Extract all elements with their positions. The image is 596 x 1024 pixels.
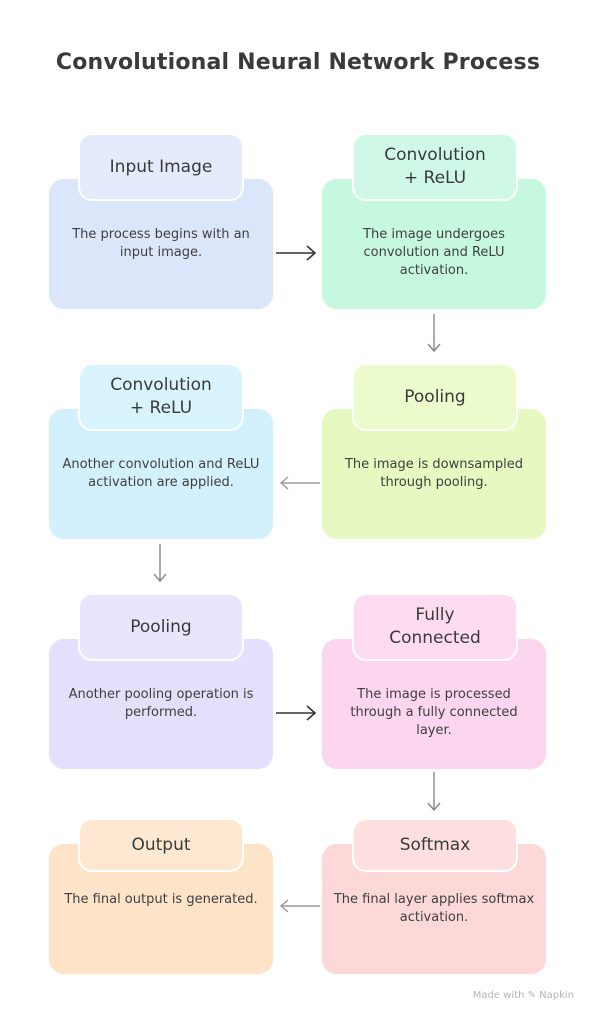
step-label-input-image: Input Image <box>78 133 244 201</box>
step-label-fully-connected: Fully Connected <box>352 593 518 661</box>
step-label-text: Input Image <box>109 156 213 177</box>
step-description: The process begins with an input image. <box>72 227 250 260</box>
step-label-text: Pooling <box>130 616 192 637</box>
step-label-text: Convolution + ReLU <box>110 375 212 418</box>
arrow-right-icon <box>276 705 317 721</box>
arrow-down-icon <box>427 772 441 812</box>
step-description: Another convolution and ReLU activation … <box>62 457 260 490</box>
step-label-pooling-1: Pooling <box>352 363 518 431</box>
step-description: The image is downsampled through pooling… <box>344 457 524 490</box>
step-label-output: Output <box>78 818 244 872</box>
step-description: The final output is generated. <box>64 892 258 907</box>
step-label-text: Softmax <box>399 834 471 855</box>
arrow-down-icon <box>427 314 441 353</box>
step-description: The final layer applies softmax activati… <box>333 892 535 925</box>
arrow-right-icon <box>276 245 317 261</box>
diagram-title: Convolutional Neural Network Process <box>55 50 541 75</box>
napkin-watermark: Made with ✎ Napkin <box>472 990 574 1001</box>
step-label-text: Fully Connected <box>389 605 481 648</box>
arrow-left-icon <box>279 899 320 913</box>
step-description: The image is processed through a fully c… <box>350 687 518 738</box>
step-label-text: Convolution + ReLU <box>384 145 486 188</box>
arrow-left-icon <box>279 476 320 490</box>
step-label-softmax: Softmax <box>352 818 518 872</box>
step-label-text: Output <box>131 834 191 855</box>
arrow-down-icon <box>153 544 167 583</box>
step-label-convolution-relu-2: Convolution + ReLU <box>78 363 244 431</box>
step-label-convolution-relu-1: Convolution + ReLU <box>352 133 518 201</box>
step-description: Another pooling operation is performed. <box>68 687 254 720</box>
step-card-fully-connected: The image is processed through a fully c… <box>321 638 547 770</box>
step-label-pooling-2: Pooling <box>78 593 244 661</box>
step-description: The image undergoes convolution and ReLU… <box>363 227 505 278</box>
step-label-text: Pooling <box>404 386 466 407</box>
